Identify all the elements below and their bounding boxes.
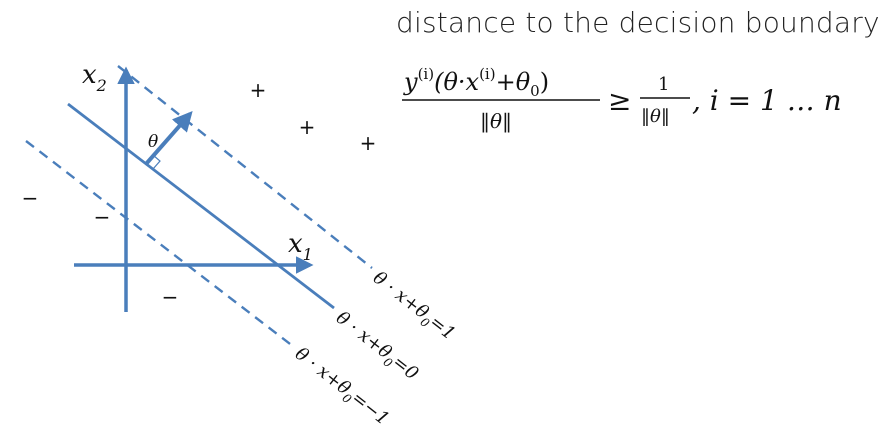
plus-point: +	[360, 131, 377, 155]
theta-normal-label: θ	[148, 132, 158, 152]
rhs-numerator: 1	[658, 74, 669, 95]
plus-point: +	[299, 115, 316, 139]
minus-point: −	[94, 205, 111, 229]
index-range: , i = 1 … n	[692, 84, 842, 117]
distance-formula: y(i)(θ·x(i)+θ0) ‖θ‖ ≥ 1 ‖θ‖ , i = 1 … n	[402, 65, 842, 134]
plus-point: +	[250, 78, 267, 102]
decision-boundary-line	[67, 102, 335, 310]
geq-sign: ≥	[608, 84, 631, 117]
x2-label: x2	[82, 60, 107, 95]
margin-line-upper	[117, 65, 373, 269]
rhs-denominator: ‖θ‖	[641, 106, 670, 127]
heading-text: distance to the decision boundary	[396, 6, 880, 39]
minus-point: −	[22, 186, 39, 210]
formula-numerator: y(i)(θ·x(i)+θ0)	[403, 65, 549, 100]
right-angle-mark	[152, 154, 161, 170]
minus-point: −	[162, 285, 179, 309]
margin-line-lower	[25, 140, 295, 348]
x1-label: x1	[288, 229, 313, 264]
formula-denominator: ‖θ‖	[480, 109, 512, 134]
